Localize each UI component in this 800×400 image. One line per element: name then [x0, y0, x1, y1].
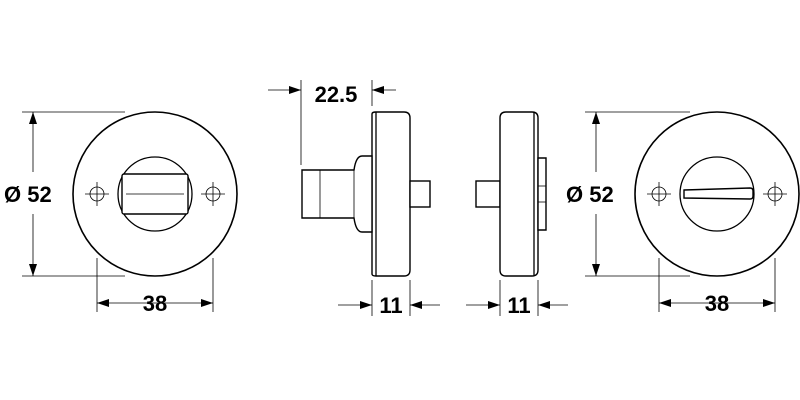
- left-turn-opening: [117, 156, 193, 232]
- left-hole-spacing-label: 38: [143, 291, 167, 316]
- right-diameter-dimension: [585, 111, 690, 277]
- left-rose-outline: [72, 111, 238, 277]
- left-turn-knob: [301, 155, 373, 233]
- right-screw-hole-left: [647, 182, 671, 206]
- left-spindle: [409, 180, 431, 208]
- right-side-view: 11: [466, 111, 568, 318]
- left-screw-hole-left: [85, 182, 109, 206]
- right-thickness-label: 11: [507, 293, 530, 318]
- spindle-length-dimension: [268, 80, 396, 165]
- right-hole-spacing-label: 38: [705, 291, 729, 316]
- left-diameter-dimension: [22, 111, 125, 277]
- right-rose-side: [499, 111, 539, 277]
- right-hole-spacing-dimension: [658, 258, 776, 312]
- left-diameter-label: Ø 52: [4, 182, 52, 207]
- right-screw-hole-right: [763, 182, 787, 206]
- left-hole-spacing-dimension: [96, 258, 214, 312]
- left-rose-side: [371, 111, 411, 277]
- right-release-slot: [683, 187, 754, 200]
- right-spindle: [475, 180, 501, 208]
- right-release-boss: [537, 157, 547, 231]
- left-side-view: 22.5 11: [268, 80, 440, 318]
- spindle-length-label: 22.5: [315, 82, 358, 107]
- right-diameter-label: Ø 52: [566, 182, 614, 207]
- left-screw-hole-right: [201, 182, 225, 206]
- right-thickness-dimension: [466, 280, 568, 316]
- right-release-opening: [679, 156, 755, 232]
- left-thickness-dimension: [338, 280, 440, 316]
- left-front-view: Ø 52 38: [4, 111, 238, 316]
- right-front-view: Ø 52 38: [566, 111, 800, 316]
- left-thickness-label: 11: [379, 293, 402, 318]
- right-rose-outline: [634, 111, 800, 277]
